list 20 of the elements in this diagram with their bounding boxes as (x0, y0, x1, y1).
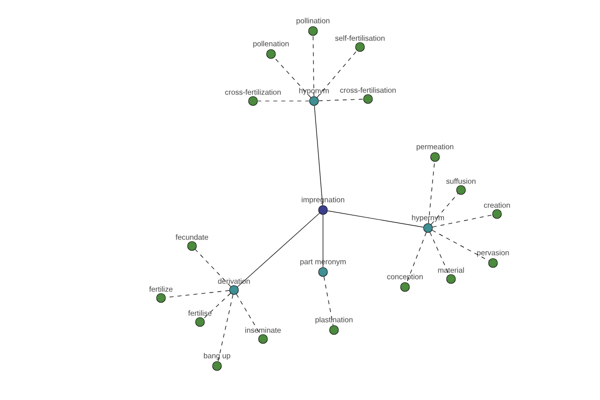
connector-line (165, 290, 230, 298)
connector-line (218, 294, 234, 362)
connector-line (194, 249, 232, 287)
connector-line (274, 57, 312, 98)
connector-line (237, 212, 320, 288)
connector-line (430, 232, 450, 275)
connector-line (322, 214, 324, 268)
connector-line (318, 98, 364, 102)
connector-line (324, 276, 334, 326)
connector-line (203, 292, 231, 320)
connector-line (432, 230, 490, 262)
connector-line (314, 105, 323, 206)
connector-line (257, 100, 310, 102)
connector-line (432, 214, 493, 228)
connector-line (428, 161, 435, 224)
connector-line (312, 35, 314, 97)
connector-line (327, 210, 424, 228)
connector-line (430, 193, 458, 225)
connector-line (406, 232, 427, 283)
connector-line (316, 50, 358, 98)
